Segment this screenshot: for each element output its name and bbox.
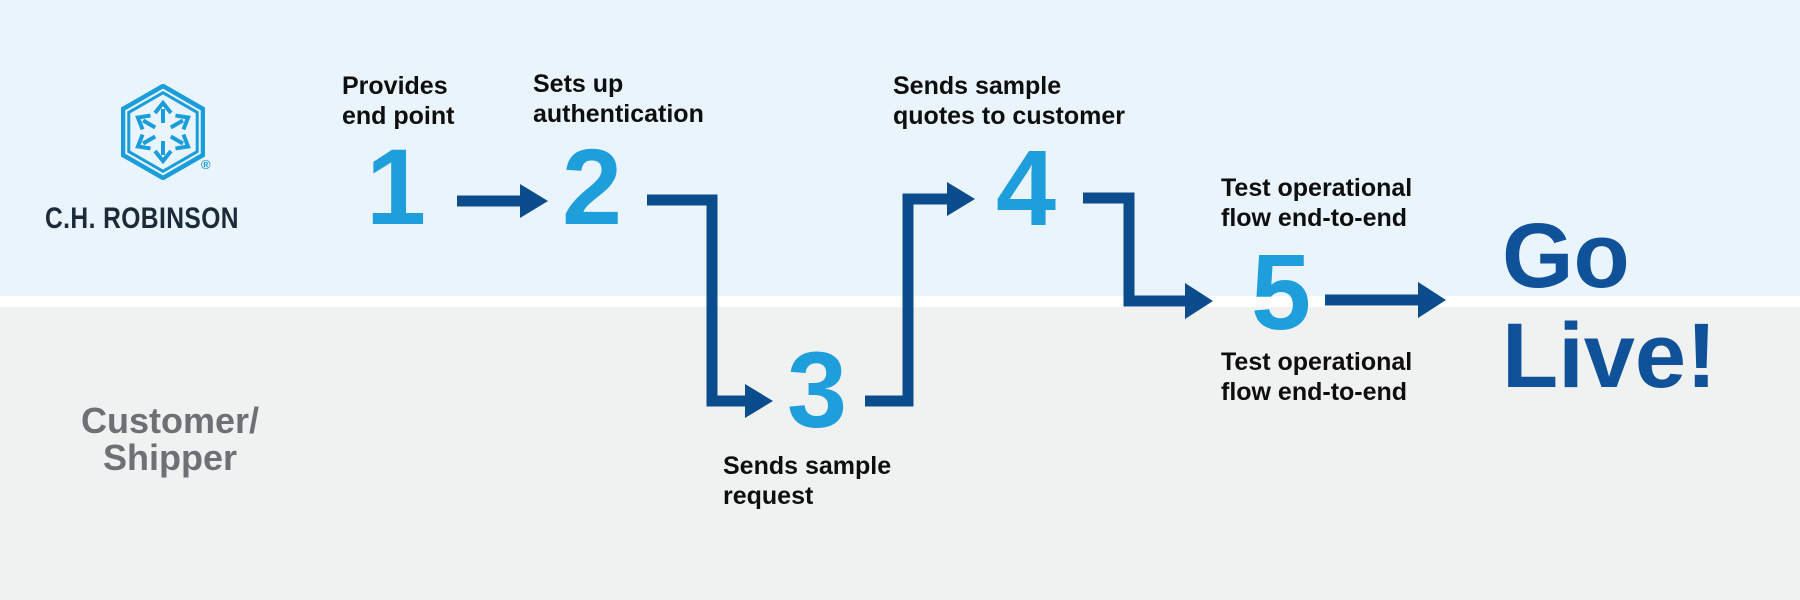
logo-hexagon-inner (127, 90, 199, 174)
brand-wordmark: C.H. ROBINSON (45, 202, 239, 235)
step-1-number: 1 (365, 126, 427, 247)
step-2-label-line1: Sets up (533, 70, 624, 98)
step-4-label: Sends sample quotes to customer (893, 71, 1125, 131)
step-5-above-line1: Test operational (1221, 174, 1413, 202)
connector-2-to-3-line (647, 194, 745, 407)
connector-3-to-4-line (865, 193, 947, 407)
step-3-label: Sends sample request (723, 451, 891, 511)
logo-arrows (135, 99, 191, 165)
step-1-label-line2: end point (342, 102, 455, 130)
registered-trademark: ® (201, 157, 211, 172)
lane-customer-label: Customer/ Shipper (38, 402, 302, 476)
step-5-above-line2: flow end-to-end (1221, 204, 1408, 232)
step-5-number: 5 (1250, 231, 1312, 352)
arrow-3-to-4-head-icon (947, 182, 975, 216)
ch-robinson-logo-icon (121, 84, 205, 180)
step-5-label-above: Test operational flow end-to-end (1221, 173, 1412, 233)
go-live-text: Go Live! (1502, 206, 1717, 406)
step-3-number: 3 (786, 329, 848, 450)
go-live-line1: Go (1502, 205, 1630, 307)
step-4-label-line2: quotes to customer (893, 102, 1125, 130)
customer-label-line2: Shipper (102, 437, 237, 478)
step-3-label-line1: Sends sample (723, 452, 892, 480)
arrow-1-to-2-head-icon (520, 184, 548, 218)
step-1-label-line1: Provides (342, 72, 448, 100)
step-2-label-line2: authentication (533, 100, 704, 128)
step-1-label: Provides end point (342, 71, 454, 131)
step-5-label-below: Test operational flow end-to-end (1221, 347, 1412, 407)
arrow-2-to-3-head-icon (745, 384, 773, 418)
lane-customer-band (0, 307, 1800, 600)
step-5-below-line1: Test operational (1221, 348, 1413, 376)
step-2-label: Sets up authentication (533, 69, 704, 129)
go-live-line2: Live! (1502, 305, 1717, 407)
logo-hexagon-outer (121, 84, 205, 180)
connector-4-to-5-line (1083, 192, 1185, 307)
arrow-5-to-golive-head-icon (1418, 282, 1446, 318)
step-2-number: 2 (561, 126, 623, 247)
lane-chrobinson-band (0, 0, 1800, 296)
step-4-number: 4 (995, 127, 1057, 248)
step-3-label-line2: request (723, 482, 814, 510)
arrow-4-to-5-head-icon (1185, 283, 1213, 319)
customer-label-line1: Customer/ (80, 400, 260, 441)
step-4-label-line1: Sends sample (893, 72, 1062, 100)
step-5-below-line2: flow end-to-end (1221, 378, 1408, 406)
